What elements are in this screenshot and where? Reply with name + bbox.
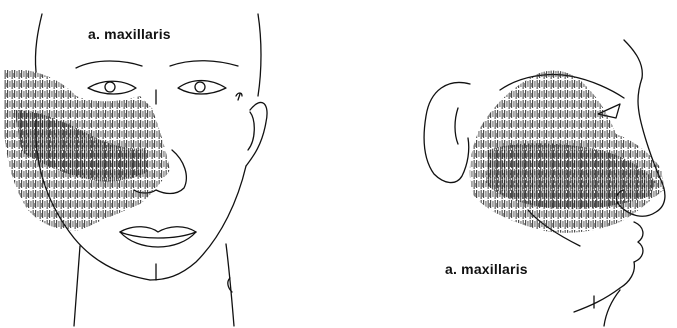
front-shaded-region: [4, 69, 170, 230]
profile-shaded-region: [470, 71, 664, 233]
profile-view-label: a. maxillaris: [445, 261, 528, 277]
front-view-label: a. maxillaris: [88, 26, 171, 42]
